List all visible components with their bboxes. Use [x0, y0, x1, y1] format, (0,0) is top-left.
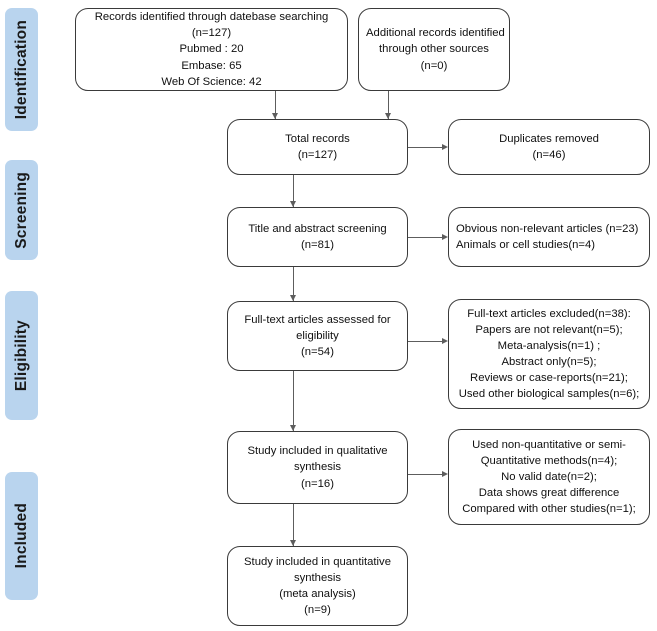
arrowhead-fulltext-to-excluded — [442, 337, 448, 344]
stage-tab-included: Included — [5, 472, 38, 600]
box-screening-excluded-text: Obvious non-relevant articles (n=23) Ani… — [456, 222, 639, 251]
connector-fulltext-to-excluded — [408, 341, 442, 343]
box-quantitative-excluded: Used non-quantitative or semi- Quantitat… — [448, 429, 650, 525]
stage-tab-screening: Screening — [5, 160, 38, 260]
arrowhead-screening-to-fulltext — [289, 295, 296, 301]
arrowhead-screening-to-excluded — [442, 233, 448, 240]
arrowhead-total-to-duplicates — [442, 143, 448, 150]
box-qualitative-synthesis-text: Study included in qualitative synthesis … — [247, 445, 388, 490]
stage-tab-screening-label: Screening — [12, 171, 30, 249]
box-screening-excluded: Obvious non-relevant articles (n=23) Ani… — [448, 207, 650, 267]
box-quantitative-synthesis-text: Study included in quantitative synthesis… — [244, 555, 391, 617]
connector-records-to-total — [275, 91, 277, 119]
box-fulltext-assessed: Full-text articles assessed for eligibil… — [227, 301, 408, 371]
box-records-identified-text: Records identified through datebase sear… — [94, 11, 329, 88]
connector-screening-to-fulltext — [293, 267, 295, 301]
box-total-records-text: Total records (n=127) — [285, 132, 350, 161]
arrowhead-qualitative-to-quantitative — [289, 540, 296, 546]
arrowhead-qualitative-to-excluded — [442, 470, 448, 477]
connector-total-to-screening — [293, 175, 295, 207]
stage-tab-eligibility: Eligibility — [5, 291, 38, 420]
stage-tab-included-label: Included — [12, 503, 30, 569]
connector-screening-to-excluded — [408, 237, 442, 239]
connector-fulltext-to-qualitative — [293, 371, 295, 431]
arrowhead-fulltext-to-qualitative — [289, 425, 296, 431]
box-duplicates-removed-text: Duplicates removed (n=46) — [499, 132, 599, 161]
box-duplicates-removed: Duplicates removed (n=46) — [448, 119, 650, 175]
box-additional-records: Additional records identified through ot… — [358, 8, 510, 91]
connector-additional-to-total — [388, 91, 390, 119]
connector-qualitative-to-excluded — [408, 474, 442, 476]
box-fulltext-excluded: Full-text articles excluded(n=38): Paper… — [448, 299, 650, 409]
arrowhead-additional-to-total — [384, 113, 391, 119]
box-qualitative-synthesis: Study included in qualitative synthesis … — [227, 431, 408, 504]
connector-qualitative-to-quantitative — [293, 504, 295, 546]
stage-tab-identification: Identification — [5, 8, 38, 131]
box-title-abstract-screening-text: Title and abstract screening (n=81) — [248, 222, 387, 251]
box-title-abstract-screening: Title and abstract screening (n=81) — [227, 207, 408, 267]
box-additional-records-text: Additional records identified through ot… — [366, 27, 505, 72]
stage-tab-identification-label: Identification — [12, 19, 30, 120]
box-fulltext-assessed-text: Full-text articles assessed for eligibil… — [244, 313, 391, 359]
box-records-identified: Records identified through datebase sear… — [75, 8, 348, 91]
box-quantitative-excluded-text: Used non-quantitative or semi- Quantitat… — [462, 438, 636, 516]
arrowhead-total-to-screening — [289, 201, 296, 207]
arrowhead-records-to-total — [271, 113, 278, 119]
box-quantitative-synthesis: Study included in quantitative synthesis… — [227, 546, 408, 626]
stage-tab-eligibility-label: Eligibility — [12, 319, 30, 392]
box-fulltext-excluded-text: Full-text articles excluded(n=38): Paper… — [458, 307, 640, 401]
box-total-records: Total records (n=127) — [227, 119, 408, 175]
connector-total-to-duplicates — [408, 147, 442, 149]
